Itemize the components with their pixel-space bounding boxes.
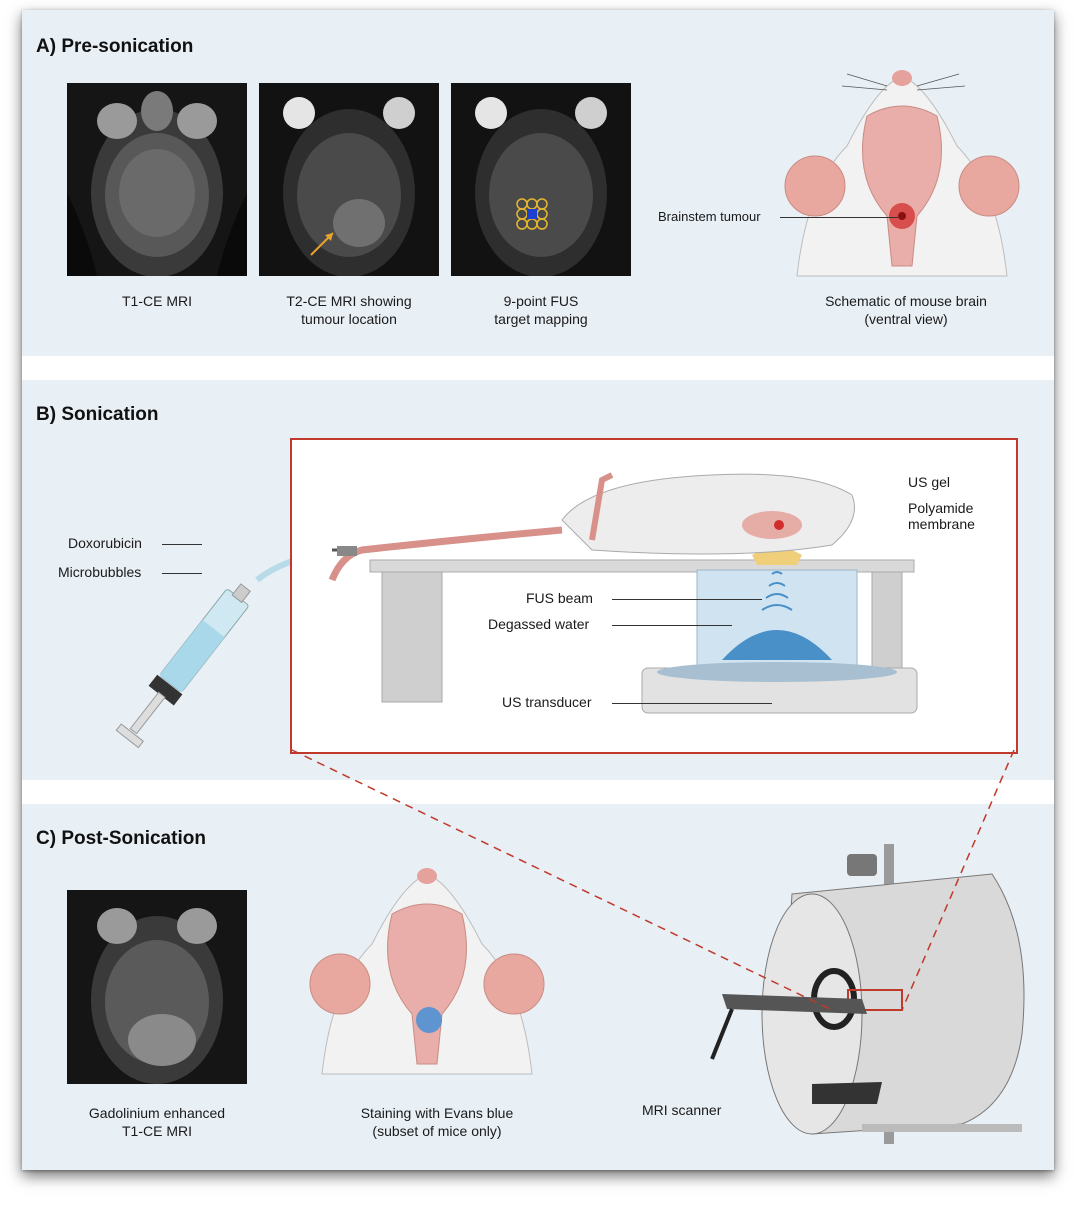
water-leader-line [612, 625, 732, 626]
map-caption: 9-point FUS target mapping [451, 292, 631, 328]
gad-caption-line1: Gadolinium enhanced [88, 1105, 226, 1121]
membrane-label: Polyamide membrane [908, 500, 975, 532]
t1-caption: T1-CE MRI [122, 293, 192, 309]
doxorubicin-label: Doxorubicin [68, 535, 142, 551]
t2-caption-line1: T2-CE MRI showing [286, 293, 412, 309]
microbubbles-label: Microbubbles [58, 564, 142, 580]
evans-caption-line1: Staining with Evans blue [360, 1105, 514, 1121]
gad-caption: Gadolinium enhanced T1-CE MRI [67, 1104, 247, 1140]
degassed-water-label: Degassed water [488, 616, 590, 632]
t1-ce-mri-image [67, 83, 247, 276]
membrane-label-line2: membrane [908, 516, 975, 532]
transducer-leader-line [612, 703, 772, 704]
panel-c-title: C) Post-Sonication [36, 828, 206, 849]
mri-scan-graphic [67, 83, 247, 276]
membrane-label-line1: Polyamide [908, 500, 974, 516]
t2-ce-mri-image [259, 83, 439, 276]
map-caption-line1: 9-point FUS [503, 293, 579, 309]
mri-scanner-illustration [710, 844, 1025, 1144]
microbubbles-leader-line [162, 573, 202, 574]
zoom-connector-lines [291, 749, 1015, 1011]
sonication-setup-frame: US gel Polyamide membrane FUS beam Degas… [290, 438, 1018, 754]
syringe-illustration [115, 547, 333, 749]
panel-b-title: B) Sonication [36, 404, 159, 425]
mri-scanner-label: MRI scanner [642, 1102, 722, 1118]
t2-caption-line2: tumour location [301, 311, 397, 327]
map-caption-line2: target mapping [494, 311, 588, 327]
t2-caption: T2-CE MRI showing tumour location [259, 292, 439, 328]
us-transducer-label: US transducer [502, 694, 592, 710]
panel-a-title: A) Pre-sonication [36, 36, 194, 57]
mouse-brain-schematic [784, 70, 1020, 277]
doxorubicin-leader-line [162, 544, 202, 545]
figure-card: A) Pre-sonication T1-CE MRI [22, 10, 1054, 1170]
mri-scan-graphic [259, 83, 439, 276]
schematic-caption-line1: Schematic of mouse brain [825, 293, 987, 309]
fus-target-mapping-image [451, 83, 631, 276]
panel-post-sonication: C) Post-Sonication Gadolinium enhanced T… [22, 804, 1054, 1170]
evans-caption: Staining with Evans blue (subset of mice… [322, 1104, 552, 1140]
schematic-caption-line2: (ventral view) [864, 311, 948, 327]
gadolinium-mri-image [67, 890, 247, 1084]
evans-blue-mouse-schematic [309, 868, 545, 1075]
schematic-caption: Schematic of mouse brain (ventral view) [800, 292, 1012, 328]
fus-beam-leader-line [612, 599, 762, 600]
gad-caption-line2: T1-CE MRI [122, 1123, 192, 1139]
mri-scan-graphic [67, 890, 247, 1084]
evans-caption-line2: (subset of mice only) [372, 1123, 502, 1139]
panel-sonication: B) Sonication Doxorubicin Microbubbles [22, 380, 1054, 780]
mri-scan-graphic [451, 83, 631, 276]
tumour-leader-line [780, 217, 898, 218]
tumour-label: Brainstem tumour [658, 209, 761, 224]
panel-pre-sonication: A) Pre-sonication T1-CE MRI [22, 10, 1054, 356]
us-gel-label: US gel [908, 474, 951, 490]
fus-beam-label: FUS beam [526, 590, 593, 606]
